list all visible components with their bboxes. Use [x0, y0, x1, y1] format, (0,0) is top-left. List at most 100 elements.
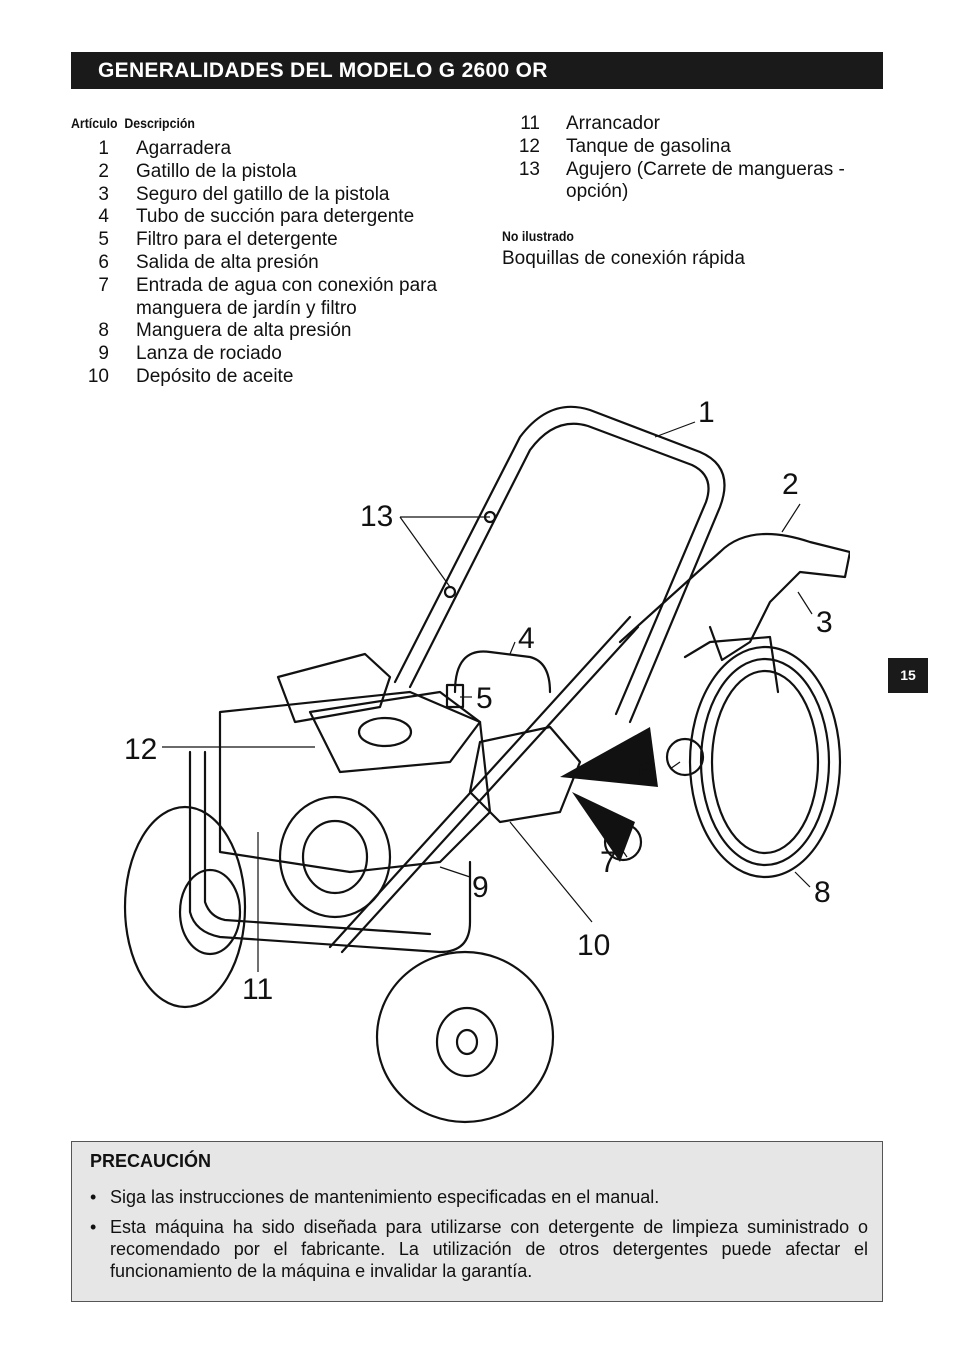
page-number-tab: 15 [888, 658, 928, 693]
item-text: Seguro del gatillo de la pistola [136, 183, 390, 205]
callout-5: 5 [476, 682, 493, 715]
parts-list-right: 11 Arrancador 12 Tanque de gasolina 13 Aguj… [502, 113, 892, 270]
base-frame-2 [203, 750, 432, 936]
leader-8 [794, 871, 811, 888]
frame-hole-b [443, 585, 457, 599]
handle-frame [393, 405, 726, 724]
item-text: Tubo de succión para detergente [136, 206, 415, 228]
item-number: 13 [518, 158, 540, 180]
callout-8: 8 [814, 876, 831, 909]
leader-10 [509, 821, 593, 923]
item-number: 2 [98, 160, 109, 182]
leader-4 [509, 641, 516, 655]
bullet-dot: • [90, 1187, 97, 1207]
item-number: 6 [98, 251, 109, 273]
parts-list-left: Artículo Descripción 1 Agarradera 2 Gatill… [71, 115, 491, 389]
column-article-label: Artículo [71, 115, 118, 131]
leader-9 [439, 866, 471, 878]
item-text: Agujero (Carrete de mangueras - opción) [566, 158, 845, 203]
column-description-label: Descripción [124, 115, 195, 131]
callout-13: 13 [360, 500, 393, 533]
caution-bullet: • Esta máquina ha sido diseñada para uti… [90, 1216, 868, 1282]
detergent-tube [453, 650, 552, 694]
spray-lance-2 [340, 625, 640, 954]
callout-9: 9 [472, 871, 489, 904]
callout-11: 11 [242, 973, 273, 1006]
callout-4: 4 [518, 622, 535, 655]
leader-2 [781, 503, 801, 533]
spray-lance [328, 615, 632, 949]
pressure-washer-diagram: 1 2 3 4 5 6 7 8 9 10 11 12 13 [123, 396, 850, 1124]
item-number: 1 [98, 138, 109, 159]
item-number: 8 [98, 320, 109, 342]
page-number: 15 [900, 667, 916, 683]
caution-box: PRECAUCIÓN • Siga las instrucciones de m… [71, 1141, 883, 1302]
section-header: GENERALIDADES DEL MODELO G 2600 OR [71, 52, 883, 89]
air-filter-cover [276, 652, 392, 724]
item-text: Depósito de aceite [136, 365, 294, 387]
item-text: Tanque de gasolina [566, 135, 731, 157]
list-item: 11 Arrancador [502, 113, 892, 136]
caution-title: PRECAUCIÓN [90, 1151, 212, 1171]
item-number: 11 [520, 113, 540, 134]
item-number: 10 [87, 365, 109, 387]
hose-coil [688, 645, 842, 879]
outlet-wedge [560, 727, 658, 787]
outlet-fitting [665, 737, 705, 777]
list-item: 12 Tanque de gasolina [502, 136, 892, 159]
list-item: 2 Gatillo de la pistola [71, 161, 491, 184]
right-wheel [375, 950, 555, 1124]
item-text: Lanza de rociado [136, 343, 282, 365]
list-item: 8 Manguera de alta presión [71, 320, 491, 343]
list-item: 9 Lanza de rociado [71, 343, 491, 366]
item-text: Salida de alta presión [136, 251, 319, 273]
item-text: Arrancador [566, 113, 660, 134]
list-item: 1 Agarradera [71, 138, 491, 161]
list-item: 10 Depósito de aceite [71, 366, 491, 389]
list-item: 13 Agujero (Carrete de mangueras - opción… [502, 159, 892, 205]
caution-bullet: • Siga las instrucciones de mantenimient… [90, 1186, 868, 1208]
not-illustrated-text: Boquillas de conexión rápida [502, 248, 745, 270]
fuel-cap [357, 716, 413, 748]
list-item: 6 Salida de alta presión [71, 252, 491, 275]
item-text: Filtro para el detergente [136, 229, 338, 251]
recoil-starter [278, 795, 392, 919]
engine-top [308, 690, 482, 774]
item-number: 7 [98, 274, 109, 296]
recoil-starter-inner [301, 819, 369, 895]
callout-6: 6 [638, 756, 655, 789]
right-wheel-hub [435, 1006, 499, 1078]
detergent-filter [445, 683, 465, 709]
left-wheel-hub [178, 868, 242, 956]
hose-bracket [683, 635, 780, 694]
callout-12: 12 [124, 733, 157, 766]
caution-bullet-text: Siga las instrucciones de mantenimiento … [110, 1187, 660, 1207]
handle-frame-inner [408, 422, 710, 716]
item-text: Agarradera [136, 138, 232, 159]
item-text: Manguera de alta presión [136, 320, 352, 342]
section-title: GENERALIDADES DEL MODELO G 2600 OR [98, 59, 548, 82]
left-wheel [123, 805, 247, 1009]
leader-13b [399, 516, 451, 588]
engine-block [218, 690, 492, 874]
inlet-wedge [572, 792, 635, 862]
leader-7 [619, 846, 628, 858]
leader-3 [797, 591, 813, 615]
spray-gun [618, 532, 850, 662]
list-item: 4 Tubo de succión para detergente [71, 206, 491, 229]
item-number: 5 [98, 229, 109, 251]
callout-7: 7 [600, 846, 617, 879]
list-item: 5 Filtro para el detergente [71, 229, 491, 252]
bullet-dot: • [90, 1217, 97, 1237]
not-illustrated-label: No ilustrado [502, 228, 574, 245]
leader-1 [654, 421, 696, 438]
item-text: Entrada de agua con conexión para mangue… [136, 274, 438, 319]
item-text: Gatillo de la pistola [136, 160, 297, 182]
callout-1: 1 [698, 396, 715, 429]
callout-10: 10 [577, 929, 610, 962]
callout-3: 3 [816, 606, 833, 639]
item-number: 9 [98, 343, 109, 365]
item-number: 4 [98, 206, 109, 228]
item-number: 12 [518, 135, 540, 157]
